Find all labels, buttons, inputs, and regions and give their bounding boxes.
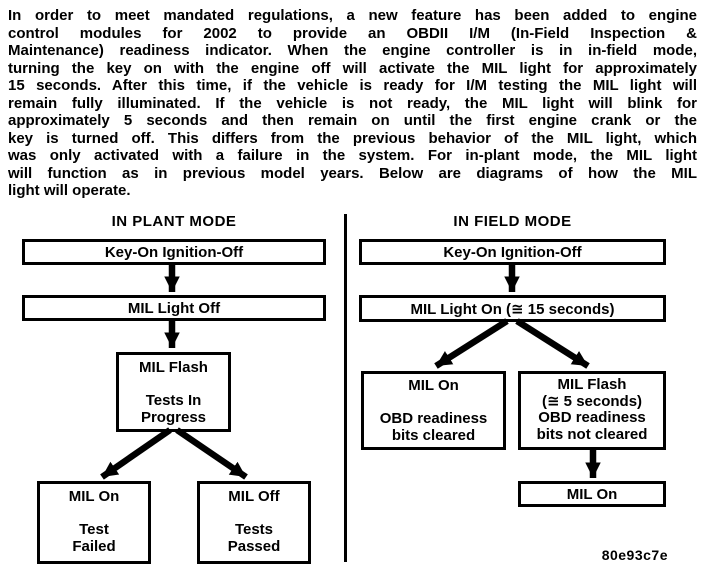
plant-box-key-on-ignition-off: Key-On Ignition-Off	[22, 239, 326, 265]
intro-line: was only activated with a failure in the…	[8, 147, 697, 164]
intro-paragraph: In order to meet mandated regulations, a…	[8, 7, 697, 200]
field-box-mil-flash-bits-not-cleared: MIL Flash (≅ 5 seconds) OBD readiness bi…	[518, 371, 666, 450]
intro-line: In order to meet mandated regulations, a…	[8, 7, 697, 24]
field-box-key-on-ignition-off: Key-On Ignition-Off	[359, 239, 666, 265]
plant-box-mil-off-tests-passed: MIL Off Tests Passed	[197, 481, 311, 564]
intro-line: key is turned off. This differs from the…	[8, 129, 697, 147]
intro-line: will function as in previous model years…	[8, 164, 697, 182]
intro-line: turning the key on with the engine off w…	[8, 59, 697, 77]
arrow-plant-mil-flash-to-test-failed	[100, 427, 172, 480]
intro-line: Maintenance) readiness indicator. When t…	[8, 42, 697, 59]
plant-box-mil-flash-tests-in-progress: MIL Flash Tests In Progress	[116, 352, 231, 432]
in-plant-mode-title: IN PLANT MODE	[111, 213, 237, 230]
intro-line: approximately 5 seconds and then remain …	[8, 112, 697, 129]
arrow-field-mil-light-on-to-bits-not-cleared	[515, 318, 590, 369]
in-field-mode-title: IN FIELD MODE	[453, 213, 572, 230]
intro-line: remain fully illuminated. If the vehicle…	[8, 94, 697, 112]
field-box-mil-light-on-15-seconds: MIL Light On (≅ 15 seconds)	[359, 295, 666, 322]
intro-line: 15 seconds. After this time, if the vehi…	[8, 77, 697, 94]
arrow-plant-mil-flash-to-tests-passed	[175, 427, 248, 480]
column-divider	[344, 214, 347, 562]
figure-code: 80e93c7e	[601, 547, 668, 563]
arrow-field-mil-light-on-to-bits-cleared	[434, 318, 509, 369]
plant-box-mil-light-off: MIL Light Off	[22, 295, 326, 321]
field-box-mil-on-bits-cleared: MIL On OBD readiness bits cleared	[361, 371, 506, 450]
field-box-mil-on-final: MIL On	[518, 481, 666, 507]
intro-line: control modules for 2002 to provide an O…	[8, 24, 697, 42]
intro-line: light will operate.	[8, 182, 131, 199]
plant-box-mil-on-test-failed: MIL On Test Failed	[37, 481, 151, 564]
